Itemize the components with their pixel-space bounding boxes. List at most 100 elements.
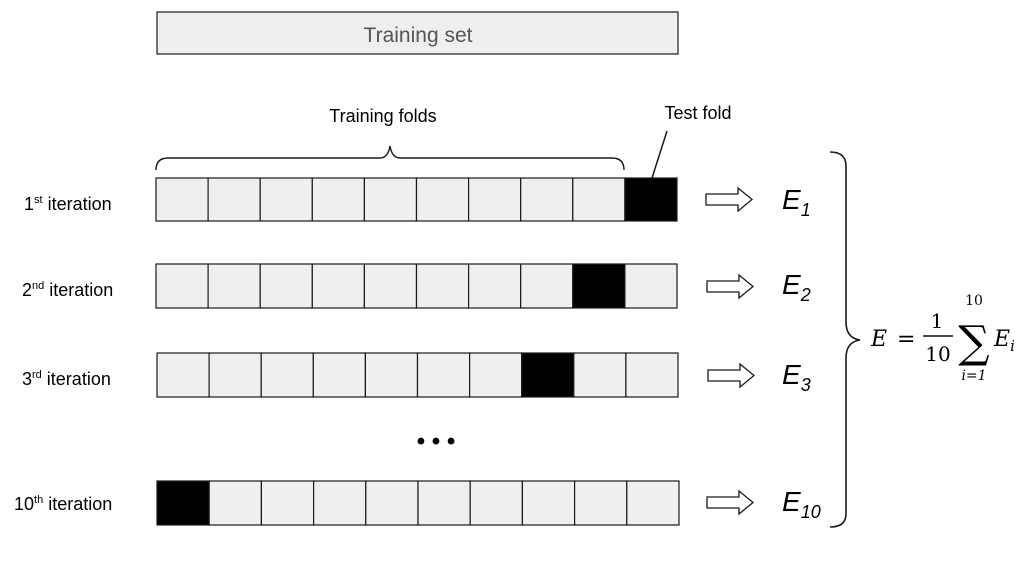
error-subscript: 1 [801,200,811,220]
fold-strip [155,263,678,309]
formula-numerator: 1 [931,309,944,333]
fold-strip [156,352,679,398]
formula-term: Ei [993,327,1015,355]
result-arrow-icon [706,273,755,300]
formula-lhs: E [870,327,887,352]
training-folds-brace [155,145,625,171]
error-subscript: 10 [801,502,821,522]
training-fold-cell [520,263,574,309]
iteration-row: 10th iteration E10 [14,480,821,526]
training-fold-cell [625,352,679,398]
training-fold-cell [626,480,680,526]
iteration-row: 3rd iteration E3 [22,352,811,398]
test-fold-label: Test fold [664,103,731,123]
formula-equals: = [897,327,915,352]
iteration-error: E3 [782,359,811,395]
error-base: E [782,359,801,390]
training-fold-cell [207,263,261,309]
iteration-label: 1st iteration [24,194,112,214]
term-subscript: i [1010,337,1015,355]
iteration-error: E10 [782,486,821,522]
iteration-label-text: iteration [42,369,111,389]
training-fold-cell [416,352,471,398]
result-arrow-icon [705,186,754,213]
ellipsis: • • • [417,428,456,455]
iteration-number: 1 [24,194,34,214]
iteration-ordinal-suffix: st [34,194,43,206]
training-fold-cell [624,263,678,309]
training-fold-cell [313,480,367,526]
training-fold-cell [311,177,365,222]
test-fold-cell [624,177,678,222]
result-arrow-icon [707,362,756,389]
fold-strip [155,177,678,222]
training-fold-cell [572,177,626,222]
iteration-label-text: iteration [44,280,113,300]
training-fold-cell [520,177,574,222]
fold-strip [156,480,680,526]
iteration-number: 10 [14,494,34,514]
iteration-ordinal-suffix: nd [32,280,44,292]
training-fold-cell [521,480,576,526]
test-fold-cell [521,352,575,398]
training-fold-cell [311,263,365,309]
error-subscript: 3 [801,375,811,395]
training-fold-cell [364,352,419,398]
training-fold-cell [260,480,315,526]
iteration-label-text: iteration [43,194,112,214]
training-fold-cell [208,352,262,398]
aggregate-brace [829,151,861,528]
iteration-label: 3rd iteration [22,369,111,389]
iteration-number: 2 [22,280,32,300]
training-set-banner [156,11,679,55]
iteration-error: E2 [782,269,811,305]
error-base: E [782,269,801,300]
training-fold-cell [260,352,314,398]
iteration-error: E1 [782,184,811,220]
iteration-row: 2nd iteration E2 [22,263,811,309]
average-error-formula: E = 1 10 10 ∑ i=1 Ei [870,293,1015,384]
training-fold-cell [155,263,209,309]
training-fold-cell [312,352,366,398]
training-fold-cell [573,480,628,526]
test-fold-cell [572,263,626,309]
training-fold-cell [469,480,524,526]
result-arrow-icon [706,489,755,516]
iteration-label: 10th iteration [14,494,112,514]
training-fold-cell [259,263,313,309]
sum-upper-limit: 10 [965,293,983,309]
training-fold-cell [468,263,522,309]
training-fold-cell [468,177,522,222]
training-fold-cell [156,352,210,398]
test-fold-cell [156,480,210,526]
training-fold-cell [469,352,523,398]
iteration-ordinal-suffix: th [34,494,43,506]
error-base: E [782,486,801,517]
training-fold-cell [415,177,470,222]
iteration-label: 2nd iteration [22,280,113,300]
training-fold-cell [363,263,418,309]
term-base: E [993,327,1010,352]
iteration-ordinal-suffix: rd [32,369,42,381]
sum-lower-limit: i=1 [961,368,986,384]
training-set-label: Training set [364,24,473,47]
training-fold-cell [573,352,627,398]
training-fold-cell [207,177,261,222]
test-fold-pointer [651,130,668,179]
error-subscript: 2 [800,285,811,305]
formula-denominator: 10 [925,342,950,366]
iteration-number: 3 [22,369,32,389]
sum-symbol: ∑ [958,317,989,368]
training-fold-cell [365,480,419,526]
training-fold-cell [208,480,262,526]
training-fold-cell [415,263,470,309]
training-fold-cell [259,177,313,222]
training-fold-cell [155,177,209,222]
error-base: E [782,184,801,215]
training-fold-cell [363,177,418,222]
training-fold-cell [417,480,471,526]
iteration-label-text: iteration [43,494,112,514]
training-folds-label: Training folds [329,106,436,126]
iteration-row: 1st iteration E1 [24,177,811,222]
